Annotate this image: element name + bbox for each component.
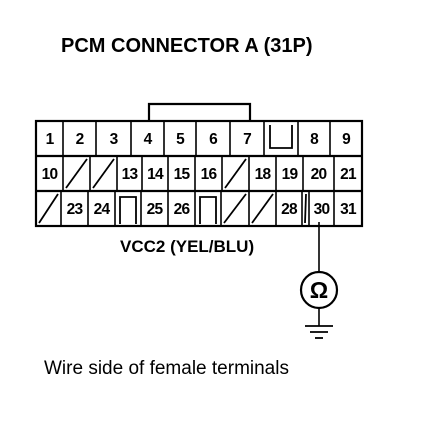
pin-number-label: 23 xyxy=(67,201,84,218)
pin-number-label: 18 xyxy=(255,166,272,183)
diagram-caption: Wire side of female terminals xyxy=(44,358,289,379)
pin-number-label: 1 xyxy=(46,131,55,148)
wire-color-label: VCC2 (YEL/BLU) xyxy=(120,237,254,256)
pin-number-label: 26 xyxy=(174,201,191,218)
ground-icon xyxy=(305,325,333,339)
connector-row-bottom: 23 24 25 26 28 30 31 xyxy=(38,191,358,226)
cavity-lock-notch xyxy=(269,125,293,149)
pin-number-label: 16 xyxy=(201,166,218,183)
connector-latch-tab xyxy=(147,102,252,121)
empty-cavity-slash xyxy=(224,158,247,189)
pin-number-label: 14 xyxy=(147,166,164,183)
pin-number-label: 6 xyxy=(209,131,218,148)
pin-number-label: 20 xyxy=(311,166,327,183)
pin-number-label: 13 xyxy=(122,166,139,183)
pin-number-label: 9 xyxy=(342,131,351,148)
pin-number-label: 2 xyxy=(76,131,84,148)
cavity-key-notch xyxy=(119,196,137,224)
pin-number-label: 31 xyxy=(340,201,357,218)
pin-number-label: 3 xyxy=(110,131,119,148)
pin-number-label: 25 xyxy=(147,201,164,218)
empty-cavity-slash xyxy=(38,193,59,224)
pin-number-label: 10 xyxy=(42,166,58,183)
empty-cavity-slash xyxy=(92,158,115,189)
pin-number-label: 5 xyxy=(176,131,185,148)
pin-number-label: 19 xyxy=(282,166,299,183)
pin-number-label: 4 xyxy=(144,131,153,148)
diagram-title: PCM CONNECTOR A (31P) xyxy=(61,35,313,57)
pin-number-label: 28 xyxy=(281,201,298,218)
cavity-key-notch xyxy=(199,196,217,224)
empty-cavity-slash xyxy=(304,193,307,224)
pin-number-label: 8 xyxy=(310,131,319,148)
pin-number-label: 30 xyxy=(314,201,330,218)
pin-number-label: 7 xyxy=(243,131,251,148)
pin-number-label: 21 xyxy=(340,166,357,183)
pin-number-label: 15 xyxy=(174,166,191,183)
ohmmeter-icon: Ω xyxy=(299,270,339,310)
empty-cavity-slash xyxy=(251,193,274,224)
connector-body-outline xyxy=(34,119,364,228)
empty-cavity-slash xyxy=(65,158,88,189)
ohm-symbol: Ω xyxy=(310,277,328,303)
empty-cavity-slash xyxy=(223,193,247,224)
connector-row-top: 1 2 3 4 5 6 7 8 9 xyxy=(46,121,352,156)
connector-row-middle: 10 13 14 15 16 18 19 20 21 xyxy=(42,156,358,191)
pin-number-label: 24 xyxy=(94,201,111,218)
